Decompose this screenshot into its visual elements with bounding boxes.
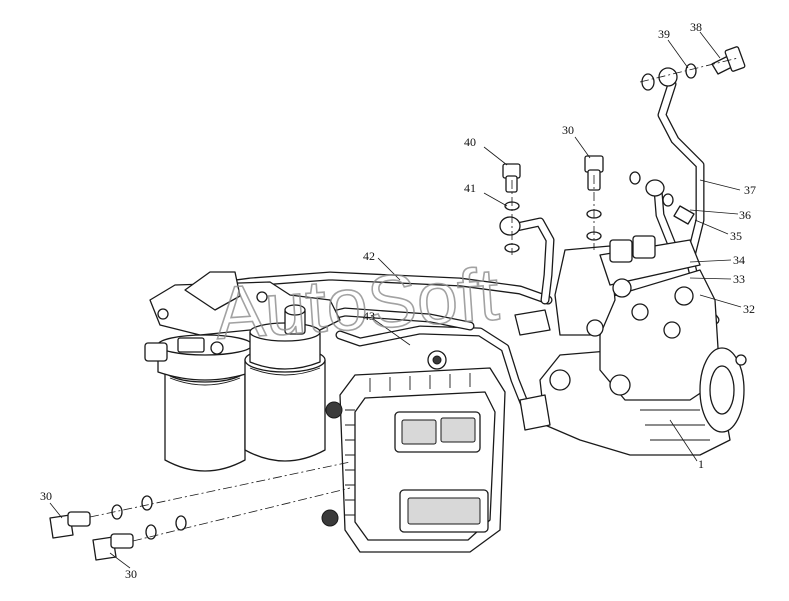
fuel-filter-right: [244, 304, 326, 462]
alignment-lines: [89, 57, 739, 542]
callout-33: 33: [733, 272, 745, 286]
fuel-pump: [514, 235, 747, 456]
banjo-bolt-30-bottom: [92, 515, 187, 561]
callout-34: 34: [733, 253, 745, 267]
ecu-module: [321, 350, 506, 553]
ecu-cooling-fins: [345, 373, 471, 516]
callout-36: 36: [739, 208, 751, 222]
callout-30-left: 30: [40, 489, 52, 503]
leader-lines: [49, 31, 742, 569]
callout-38: 38: [690, 20, 702, 34]
fitting-35-36: [629, 171, 695, 225]
callout-30-top: 30: [562, 123, 574, 137]
callout-30-bottom: 30: [125, 567, 137, 581]
callout-1: 1: [698, 457, 704, 471]
callout-32: 32: [743, 302, 755, 316]
callout-35: 35: [730, 229, 742, 243]
callout-41: 41: [464, 181, 476, 195]
callout-39: 39: [658, 27, 670, 41]
callout-43: 43: [363, 309, 375, 323]
banjo-bolt-40: [499, 163, 521, 253]
callout-42: 42: [363, 249, 375, 263]
callout-40: 40: [464, 135, 476, 149]
banjo-bolt-38: [641, 46, 746, 91]
callout-labels: 1 30 30 30 32 33 34 35 36 37 38 39 40 41…: [40, 20, 756, 581]
banjo-bolt-30-bottom-left: [49, 495, 153, 539]
callout-37: 37: [744, 183, 756, 197]
fuel-filter-left: [144, 334, 253, 472]
watermark-text: AutoSoft: [213, 252, 502, 355]
